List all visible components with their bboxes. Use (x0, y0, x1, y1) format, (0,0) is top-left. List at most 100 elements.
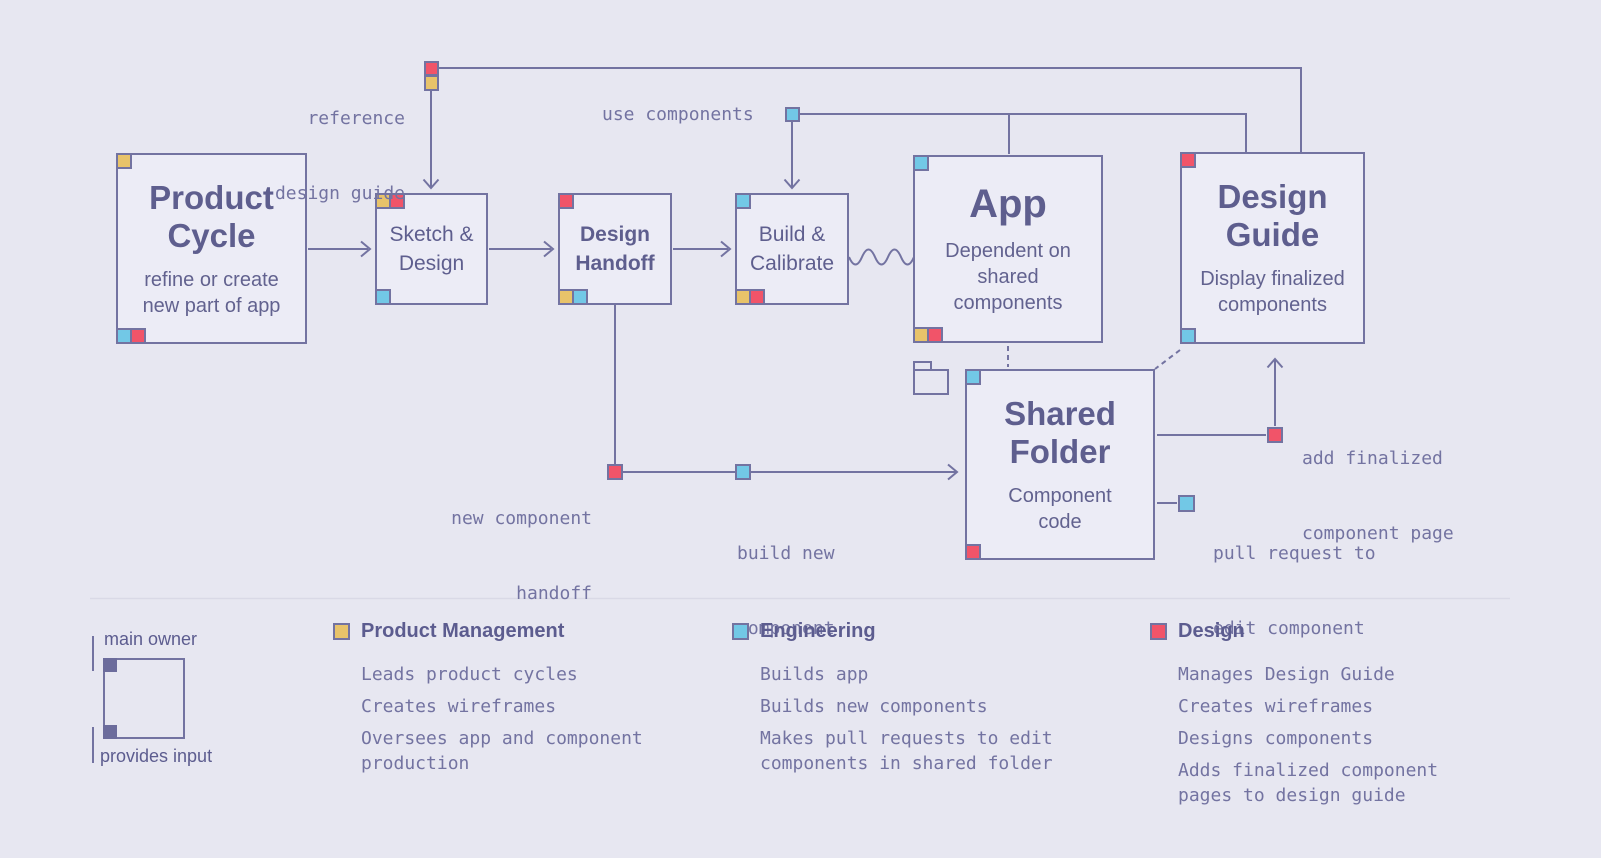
edge-reference-design-guide (439, 67, 1302, 152)
edge-label-add-finalized-component-page: add finalized component page (1302, 396, 1454, 596)
owner-marker-engineering (375, 289, 391, 305)
edge-label-pull-request-to-edit: pull request to edit component (1213, 491, 1376, 691)
edge-label-line: reference (307, 108, 405, 129)
legend-column-product-management: Product Management Leads product cycles … (333, 620, 661, 783)
owner-marker-engineering (913, 155, 929, 171)
legend-item: Makes pull requests to edit components i… (760, 728, 1053, 774)
edge-label-line: pull request to (1213, 543, 1376, 564)
legend-item: Adds finalized component pages to design… (1178, 760, 1439, 806)
owner-marker-design (965, 544, 981, 560)
legend-square-design (1150, 623, 1167, 640)
node-title: Build & Calibrate (749, 223, 835, 275)
arrowhead-right-handoff (543, 240, 555, 258)
legend-items: Leads product cycles Creates wireframes … (361, 662, 661, 776)
legend-square-engineering (732, 623, 749, 640)
owner-marker-engineering (965, 369, 981, 385)
edge-marker-product-management (424, 75, 439, 91)
edge-label-new-component-handoff: new component handoff (390, 456, 592, 656)
legend-title: Product Management (361, 620, 565, 642)
legend-item: Manages Design Guide (1178, 664, 1395, 685)
arrowhead-right-shared-folder (947, 463, 959, 481)
legend-items: Manages Design Guide Creates wireframes … (1178, 662, 1478, 808)
owner-marker-design (927, 327, 943, 343)
key-label-provides-input: provides input (100, 746, 213, 766)
edge-label-build-new-component: build new component (737, 491, 835, 691)
owner-marker-design (558, 193, 574, 209)
owner-markers-top (558, 193, 574, 209)
owner-markers-bottom (965, 544, 981, 560)
owner-markers-bottom (913, 327, 943, 343)
owner-marker-engineering (735, 193, 751, 209)
edge-label-line: add finalized (1302, 448, 1443, 469)
owner-markers-top (965, 369, 981, 385)
node-title: Product Cycle (149, 178, 274, 254)
node-subtitle: refine or create new part of app (142, 268, 281, 317)
edge-marker-design (424, 61, 439, 76)
edge-label-use-components: use components (602, 104, 754, 125)
edge-label-line: new component (451, 508, 592, 529)
edge-label-line: edit component (1213, 618, 1365, 639)
owner-marker-design (389, 193, 405, 209)
legend-item: Leads product cycles (361, 664, 578, 685)
edge-marker-engineering (1178, 495, 1195, 512)
edge-marker-design (607, 464, 623, 480)
legend-title: Engineering (760, 620, 876, 642)
legend-header: Design (1150, 620, 1478, 643)
owner-key-box (103, 658, 185, 739)
owner-marker-product-management (116, 153, 132, 169)
legend-item: Oversees app and component production (361, 728, 643, 774)
owner-marker-engineering (1180, 328, 1196, 344)
node-title: Sketch & Design (389, 223, 474, 275)
owner-markers-bottom (375, 289, 391, 305)
node-title: Design Handoff (575, 223, 655, 275)
edge-label-line: handoff (516, 583, 592, 604)
legend-item: Builds new components (760, 696, 988, 717)
legend-item: Creates wireframes (1178, 696, 1374, 717)
owner-markers-top (913, 155, 929, 171)
node-title: App (969, 182, 1047, 226)
arrowhead-down-sketch-design (422, 178, 440, 190)
edge-guide-shared-folder-dashed (1154, 349, 1181, 370)
legend-item: Designs components (1178, 728, 1374, 749)
owner-markers-top (735, 193, 751, 209)
owner-markers-bottom (1180, 328, 1196, 344)
edge-label-line: design guide (274, 183, 405, 204)
legend-items: Builds app Builds new components Makes p… (760, 662, 1090, 776)
edge-label-line: build new (737, 543, 835, 564)
provides-input-marker (103, 725, 117, 739)
node-design-handoff: Design Handoff (558, 193, 672, 305)
edge-label-reference-design-guide: reference design guide (200, 56, 405, 256)
node-product-cycle: Product Cycle refine or create new part … (116, 153, 307, 344)
legend-header: Product Management (333, 620, 661, 643)
node-subtitle: Display finalized components (1200, 268, 1345, 316)
legend-square-product-management (333, 623, 350, 640)
edge-label-line: component page (1302, 523, 1454, 544)
edge-use-components (800, 113, 1247, 152)
owner-marker-design (749, 289, 765, 305)
node-subtitle: Dependent on shared components (945, 240, 1071, 314)
node-design-guide: Design Guide Display finalized component… (1180, 152, 1365, 344)
folder-icon (913, 369, 949, 395)
node-sketch-design: Sketch & Design (375, 193, 488, 305)
edge-marker-engineering (785, 107, 800, 122)
owner-markers-top (1180, 152, 1196, 168)
legend-header: Engineering (732, 620, 1090, 643)
node-app: App Dependent on shared components (913, 155, 1103, 343)
owner-marker-engineering (572, 289, 588, 305)
owner-markers-bottom (735, 289, 765, 305)
legend-item: Builds app (760, 664, 869, 685)
legend-title: Design (1178, 620, 1245, 642)
main-owner-marker (103, 658, 117, 672)
owner-markers-bottom (116, 328, 146, 344)
node-build-calibrate: Build & Calibrate (735, 193, 849, 305)
owner-marker-design (130, 328, 146, 344)
edge-marker-engineering (735, 464, 751, 480)
legend-item: Creates wireframes (361, 696, 557, 717)
owner-markers-top (375, 193, 405, 209)
legend-column-engineering: Engineering Builds app Builds new compon… (732, 620, 1090, 783)
owner-markers-top (116, 153, 132, 169)
edge-label-line: component (737, 618, 835, 639)
node-title: Shared Folder (1004, 394, 1116, 470)
